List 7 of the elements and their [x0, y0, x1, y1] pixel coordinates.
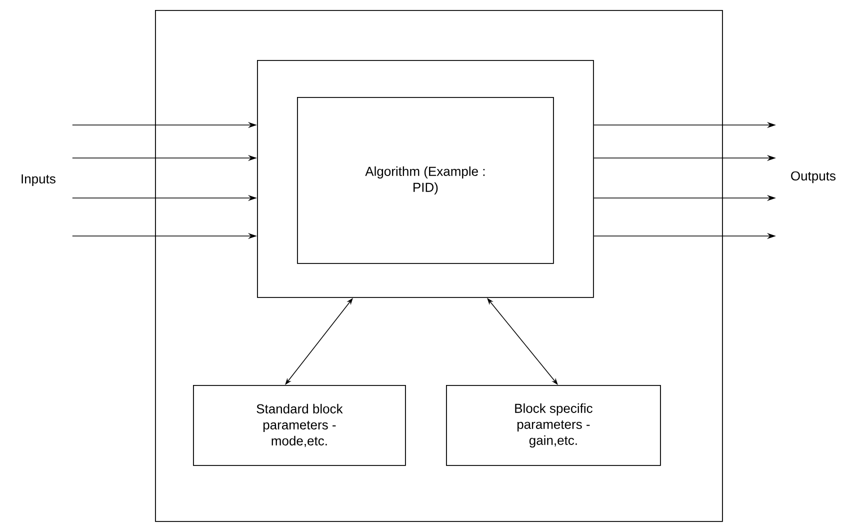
parameter-box: Standard block parameters - mode,etc. — [193, 385, 406, 466]
inputs-label: Inputs — [22, 174, 56, 186]
algorithm-box: Algorithm (Example : PID) — [297, 97, 554, 264]
outer-box — [155, 10, 723, 522]
block-box — [257, 60, 594, 298]
outputs-label: Outputs — [791, 171, 836, 184]
parameter-box: Block specific parameters - gain,etc. — [446, 385, 661, 466]
